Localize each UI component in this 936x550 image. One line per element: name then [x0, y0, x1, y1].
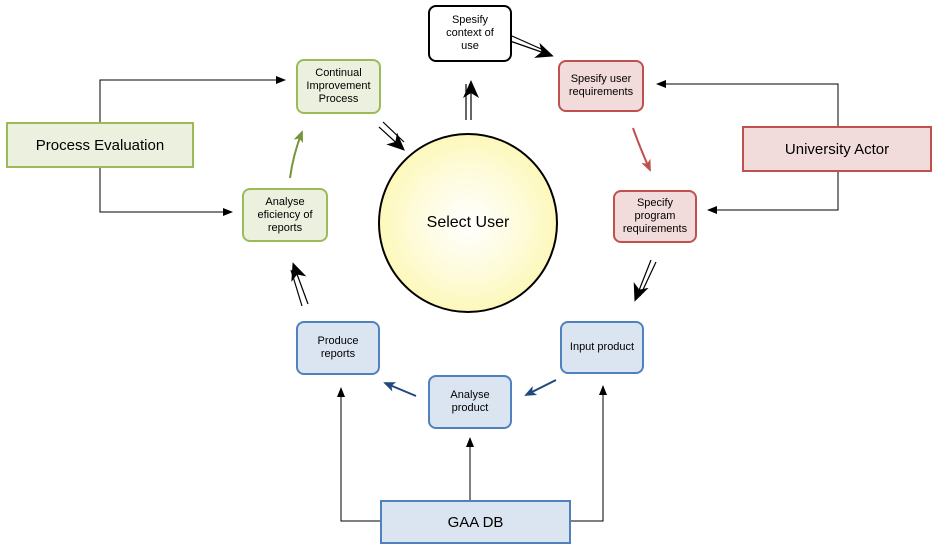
arrow-center-to-context: [463, 80, 479, 120]
analyse-efficiency-node: Analyse eficiency of reports: [242, 188, 328, 242]
arrow-analyse-to-produce: [383, 382, 417, 397]
select-user-circle: Select User: [378, 133, 558, 313]
input-product-node: Input product: [560, 321, 644, 374]
process-evaluation-box: Process Evaluation: [6, 122, 194, 168]
analyse-product-node: Analyse product: [428, 375, 512, 429]
spesify-user-requirements-node: Spesify user requirements: [558, 60, 644, 112]
process-evaluation-connectors: [99, 76, 286, 216]
gaa-db-box: GAA DB: [380, 500, 571, 544]
arrow-improvement-to-center: [378, 121, 405, 151]
arrow-efficiency-to-improvement: [289, 130, 304, 179]
arrow-context-to-user-requirements: [509, 35, 554, 58]
arrow-user-to-program-requirements: [632, 127, 651, 172]
specify-program-requirements-node: Specify program requirements: [613, 190, 697, 243]
continual-improvement-node: Continual Improvement Process: [296, 59, 381, 114]
university-actor-connectors: [656, 80, 839, 214]
gaa-db-connectors: [337, 385, 607, 522]
arrow-requirements-to-input: [633, 259, 657, 302]
produce-reports-node: Produce reports: [296, 321, 380, 375]
university-actor-box: University Actor: [742, 126, 932, 172]
arrow-reports-to-efficiency: [290, 262, 309, 307]
spesify-context-node: Spesify context of use: [428, 5, 512, 62]
arrow-input-to-analyse: [524, 379, 557, 396]
